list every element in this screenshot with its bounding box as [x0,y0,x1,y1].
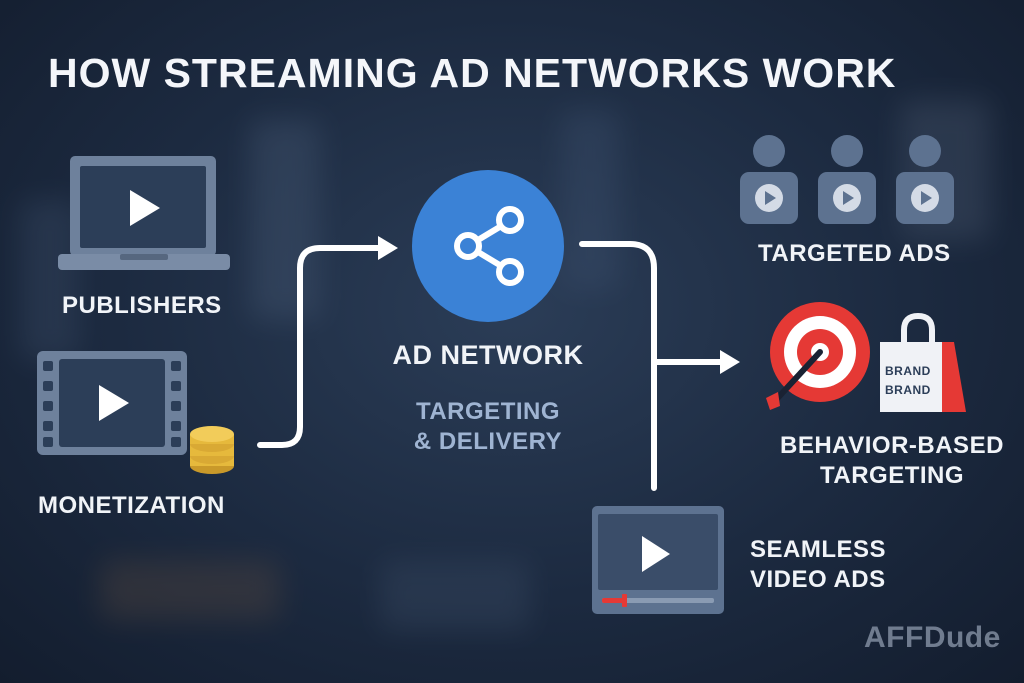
watermark: AFFDude [864,621,1001,654]
page-title: HOW STREAMING AD NETWORKS WORK [48,50,897,96]
film-strip-icon [37,351,187,455]
audience-icon [896,135,954,224]
background-blur [560,110,620,290]
audience-icon [740,135,798,224]
video-player-icon [592,506,724,614]
background-blur [250,120,320,320]
targeted-ads-label: TARGETED ADS [758,240,951,267]
bag-brand-text: BRAND [885,364,931,378]
audience-icon [818,135,876,224]
share-network-icon [412,170,564,322]
background-blur [380,560,530,630]
coin-stack-icon [190,426,234,474]
laptop-icon [58,156,230,270]
behavior-label-line2: TARGETING [820,462,965,489]
target-icon [766,302,870,410]
seamless-label-line2: VIDEO ADS [750,566,886,593]
monetization-label: MONETIZATION [38,492,225,519]
background-blur [100,560,280,620]
ad-network-subtitle-line2: & DELIVERY [413,428,563,455]
ad-network-subtitle-line1: TARGETING [415,398,561,425]
shopping-bag-icon [880,312,966,412]
behavior-label-line1: BEHAVIOR-BASED [780,432,1004,459]
publishers-label: PUBLISHERS [62,292,222,319]
bag-brand-text: BRAND [885,383,931,397]
seamless-label-line1: SEAMLESS [750,536,887,563]
ad-network-label: AD NETWORK [392,340,584,370]
